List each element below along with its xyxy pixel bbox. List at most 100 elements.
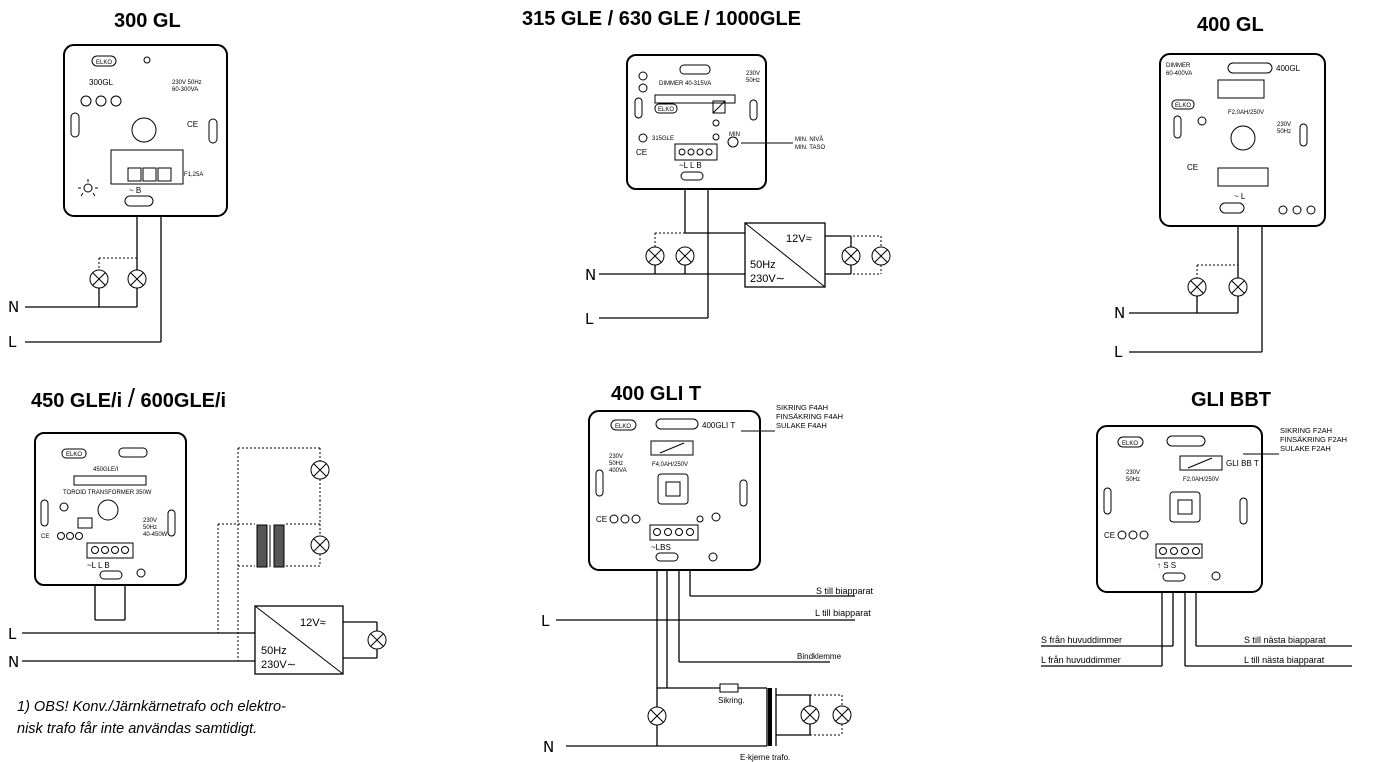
min-level: MIN. NIVÅ <box>795 136 823 143</box>
min-icon <box>696 515 704 523</box>
min-icon <box>136 568 146 578</box>
knob-hole <box>97 499 119 521</box>
screw-icon <box>75 532 83 540</box>
trafo-out-450: 12V≈ <box>300 617 326 629</box>
title-300gl: 300 GL <box>114 10 181 32</box>
elko-logo <box>1117 436 1144 448</box>
slot <box>124 195 154 207</box>
l-label: L <box>541 612 550 630</box>
screw-icon <box>1117 530 1127 540</box>
iron-core-transformer <box>766 688 777 746</box>
brand-400t: ELKO <box>615 424 631 430</box>
finsakring-f4ah: FINSÄKRING F4AH <box>776 412 843 421</box>
model-400: 400GL <box>1276 64 1301 73</box>
ce-mark: CE <box>1187 163 1198 172</box>
screw-icon <box>631 514 641 524</box>
slot <box>680 171 704 181</box>
fuse-400: F2,0AH/250V <box>1228 110 1264 116</box>
label-window <box>1217 79 1265 99</box>
mount-slot <box>595 469 604 497</box>
slot <box>1162 572 1186 582</box>
brand-bbt: ELKO <box>1122 441 1138 447</box>
terminals-315: ~L L B <box>679 161 702 170</box>
screw-icon <box>609 514 619 524</box>
ce-mark: CE <box>41 534 49 540</box>
mount-slot <box>749 99 758 121</box>
model-bbt: GLI BB T <box>1226 459 1259 468</box>
diagram-315gle: DIMMER 40-315VA 230V 50Hz ELKO 315GLE MI… <box>585 54 891 328</box>
brand-450: ELKO <box>66 452 82 458</box>
title-slash: / <box>127 383 135 413</box>
lamp-sun-icon <box>59 502 69 512</box>
trafo-hz-315: 50Hz <box>750 259 776 271</box>
rating2-300gl: 60-300VA <box>172 87 198 93</box>
slot <box>655 418 699 430</box>
lamp-icon <box>1228 277 1248 297</box>
title-400gli-t: 400 GLI T <box>611 383 702 405</box>
trafo-in-450: 230V∼ <box>261 659 296 671</box>
ce-mark: CE <box>187 120 198 129</box>
screw-icon <box>1278 205 1288 215</box>
mount-slot <box>1239 497 1248 525</box>
power-400t: 400VA <box>609 468 627 474</box>
elko-logo <box>654 103 678 114</box>
l-label: L <box>585 310 594 328</box>
lamp-icon <box>871 246 891 266</box>
lamp-icon <box>647 706 667 726</box>
model-300gl: 300GL <box>89 78 114 87</box>
screw-icon <box>95 95 107 107</box>
l-till-nasta: L till nästa biapparat <box>1244 655 1325 665</box>
terminal <box>142 167 157 182</box>
trafo-hz-450: 50Hz <box>261 645 287 657</box>
lamp-icon <box>675 246 695 266</box>
screw-icon <box>1306 205 1316 215</box>
min-trim-pot <box>727 136 739 148</box>
terminals-400t: ~LBS <box>651 543 671 552</box>
label-strip <box>73 475 147 486</box>
mount-slot <box>1173 115 1182 139</box>
lamp-icon <box>89 269 109 289</box>
hz-450: 50Hz <box>143 525 157 531</box>
volt-bbt: 230V <box>1126 470 1140 476</box>
diagram-400gl: DIMMER 60-400VA 400GL ELKO F2,0AH/250V 2… <box>1114 53 1326 361</box>
model-315: 315GLE <box>652 136 674 142</box>
lamp-sun-icon <box>78 179 98 197</box>
screw-icon <box>638 83 648 93</box>
title-600gle: 600GLE/i <box>140 390 227 412</box>
footnote-line-1: 1) OBS! Konv./Järnkärnetrafo och elektro… <box>17 699 286 715</box>
mount-slot <box>167 509 176 537</box>
screw-hole <box>143 56 151 64</box>
title-450gle-a: 450 GLE/i <box>31 390 123 412</box>
sulake-f4ah: SULAKE F4AH <box>776 421 827 430</box>
lamp-sun-icon <box>712 119 720 127</box>
sikring-f4ah: SIKRING F4AH <box>776 403 828 412</box>
n-label: N <box>543 738 554 756</box>
mount-slot <box>40 499 49 527</box>
mount-slot <box>208 118 218 144</box>
terminal-block <box>110 149 184 185</box>
terminal-block <box>674 143 718 161</box>
diagram-300gl: ELKO 300GL 230V 50Hz 60-300VA CE F1,25A … <box>8 44 228 351</box>
bindklemme: Bindklemme <box>797 652 842 661</box>
title-450gle: 450 GLE/i / 600GLE/i <box>31 383 226 414</box>
diagram-450gle: ELKO 450GLE/I TOROID TRANSFORMER 350W 23… <box>8 432 387 675</box>
range-400: 60-400VA <box>1166 71 1192 77</box>
lamp-sun-icon <box>1197 116 1207 126</box>
elko-logo <box>61 448 87 459</box>
lamp-icon <box>645 246 665 266</box>
screw-icon <box>638 133 648 143</box>
slot <box>679 64 711 75</box>
terminal <box>157 167 172 182</box>
lamp-icon <box>310 460 330 480</box>
terminals-300gl: ~ B <box>129 186 141 195</box>
hz-bbt: 50Hz <box>1126 477 1140 483</box>
lamp-icon <box>127 269 147 289</box>
terminal <box>127 167 142 182</box>
l-label: L <box>8 333 17 351</box>
terminal-block <box>649 524 699 541</box>
control-knob <box>657 473 689 505</box>
slot <box>655 552 679 562</box>
range-450: 40-450W <box>143 532 168 538</box>
min-315: MIN <box>729 132 740 138</box>
